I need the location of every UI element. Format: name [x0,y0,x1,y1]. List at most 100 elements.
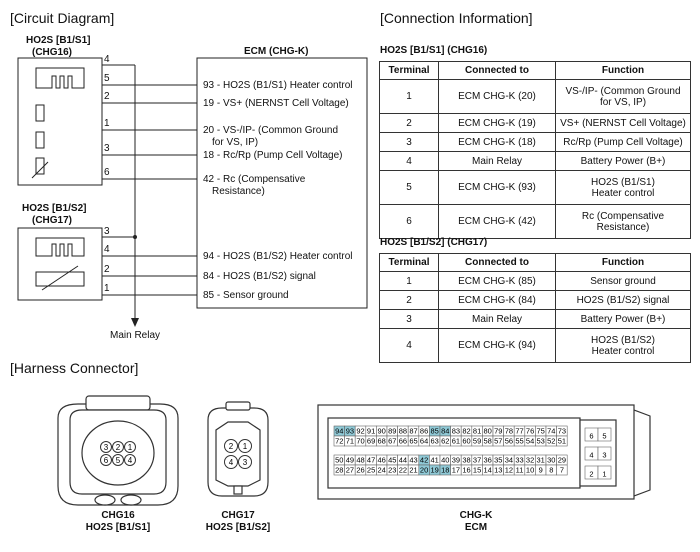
ecm-pin-label: 83 [452,427,460,436]
chg16-pin-label: 6 [104,456,109,465]
ecm-pin-label: 33 [515,456,523,465]
s1-pin: 4 [104,54,110,65]
ecm-pin-label: 29 [558,456,566,465]
ecm-pin-label: 51 [558,437,566,446]
ecm-pin-label: 6 [589,432,593,441]
chg17-pin [224,439,238,453]
cell-connected: ECM CHG-K (94) [438,328,556,363]
ecm-pin-label: 81 [473,427,481,436]
circuit-diagram-heading: [Circuit Diagram] [10,10,115,26]
chg16-pin-label: 1 [128,443,133,452]
ecm-pin-label: 86 [420,427,428,436]
ecm-pin-85: 85 - Sensor ground [203,290,289,301]
chg17-pin [238,455,252,469]
chg16-pin [112,454,124,466]
chg16-pin [100,441,112,453]
ecm-pin-label: 49 [346,456,354,465]
s1-pin: 1 [104,118,110,129]
ecm-pin-label: 18 [441,466,449,475]
chg16-pin [124,454,136,466]
main-relay-label: Main Relay [110,330,161,341]
table2-title: HO2S [B1/S2] (CHG17) [380,237,488,248]
ecm-pin-94: 94 - HO2S (B1/S2) Heater control [203,251,353,262]
ecm-box [196,57,368,309]
ecm-pin-cell [597,427,612,442]
chg16-label: (CHG16) [32,47,73,58]
ecm-pin-label: 26 [356,466,364,475]
connection-info-heading: [Connection Information] [380,10,533,26]
chg17-pin-label: 3 [243,458,248,467]
ecm-pin-label: 1 [602,470,606,479]
table1-title: HO2S [B1/S1] (CHG16) [380,45,488,56]
ho2s-b1s2-label: HO2S [B1/S2] [22,203,87,214]
ecm-pin-label: 44 [399,456,407,465]
ecm-pin-label: 4 [589,451,593,460]
cell-terminal: 4 [379,328,439,363]
ecm-pin-label: 71 [346,437,354,446]
ecm-pin-label: 60 [462,437,470,446]
ecm-pin-label: 79 [494,427,502,436]
ecm-pin-label: 47 [367,456,375,465]
ecm-pin-label: 11 [516,466,524,475]
ecm-pin-42-line2: Resistance) [212,186,265,197]
ecm-pin-label: 63 [431,437,439,446]
cell-terminal: 1 [379,79,439,114]
harness-connector-heading: [Harness Connector] [10,360,139,376]
ho2s-b1s1-box [17,57,103,186]
ecm-pin-label: 48 [356,456,364,465]
ecm-pin-label: 80 [484,427,492,436]
ecm-pin-label: 27 [346,466,354,475]
ecm-pin-label: 34 [505,456,513,465]
ecm-pin-label: 73 [558,427,566,436]
s2-pin: 3 [104,226,110,237]
cell-terminal: 6 [379,204,439,239]
ecm-pin-label: 84 [441,427,449,436]
ecm-pin-label: 59 [473,437,481,446]
chg16-latch [85,395,151,411]
ecm-pin-label: 3 [602,451,606,460]
ecm-pin-20-line2: for VS, IP) [212,137,259,148]
ecm-pin-label: 92 [356,427,364,436]
ecm-pin-label: 52 [547,437,555,446]
ecm-pin-label: 66 [399,437,407,446]
ecm-pin-label: 5 [602,432,606,441]
ho2s-b1s1-label: HO2S [B1/S1] [26,35,91,46]
cell-function: HO2S (B1/S2)Heater control [555,328,691,363]
ecm-pin-label: 55 [515,437,523,446]
ecm-pin-label: 67 [388,437,396,446]
chg17-label: (CHG17) [32,215,73,226]
ecm-pin-label: 57 [494,437,502,446]
ecm-pin-cell [597,446,612,461]
ecm-pin-label: 12 [505,466,513,475]
table-header-row: Terminal Connected to Function [379,61,691,80]
s1-pin: 5 [104,73,110,84]
chg16-pin [112,441,124,453]
ecm-pin-label: 78 [505,427,513,436]
ecm-pin-label: 24 [378,466,386,475]
ecm-pin-label: 8 [549,466,553,475]
table-header-row: Terminal Connected to Function [379,253,691,272]
ecm-pin-label: 50 [335,456,343,465]
ecm-pin-20: 20 - VS-/IP- (Common Ground [203,125,339,136]
ecm-pin-label: 10 [526,466,534,475]
ecm-pin-label: 42 [420,456,428,465]
chg16-pin-label: 3 [104,443,109,452]
ecm-pin-label: 72 [335,437,343,446]
s2-pin: 2 [104,264,110,275]
ecm-pin-label: 19 [431,466,439,475]
ecm-pin-label: 22 [399,466,407,475]
ecm-pin-label: 58 [484,437,492,446]
ecm-pin-label: 20 [420,466,428,475]
